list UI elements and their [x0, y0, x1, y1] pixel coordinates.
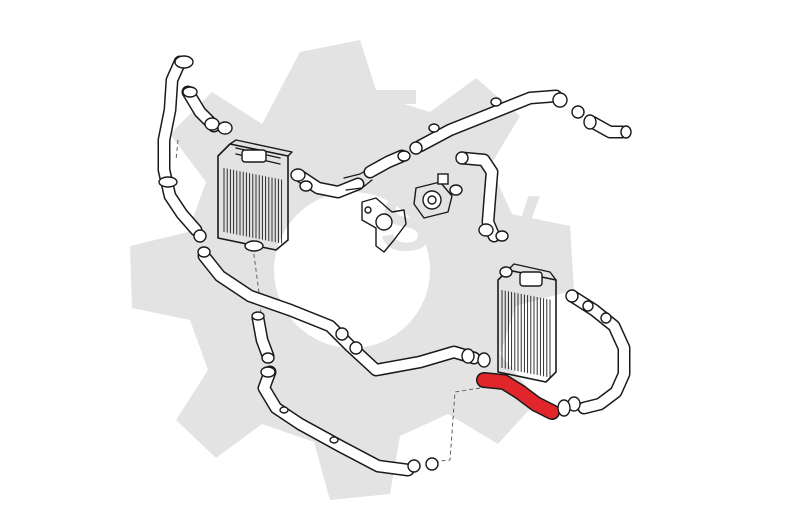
pipe-upper-long [409, 89, 585, 155]
right-intercooler [497, 263, 557, 383]
hose-left-to-middle [290, 149, 411, 199]
air-hose-highlighted [476, 372, 571, 420]
left-intercooler [217, 139, 293, 252]
pipe-lower-long [193, 229, 491, 377]
hose-upper-left-short [181, 85, 233, 135]
pipe-bottom-left [257, 365, 439, 477]
throttle-body [361, 173, 453, 253]
hose-upper-left-vertical [157, 55, 203, 237]
hose-short-top-right [583, 114, 632, 139]
hose-throttle-right [449, 151, 509, 243]
hose-right-down [565, 289, 631, 415]
hose-small-left-middle [251, 311, 275, 364]
